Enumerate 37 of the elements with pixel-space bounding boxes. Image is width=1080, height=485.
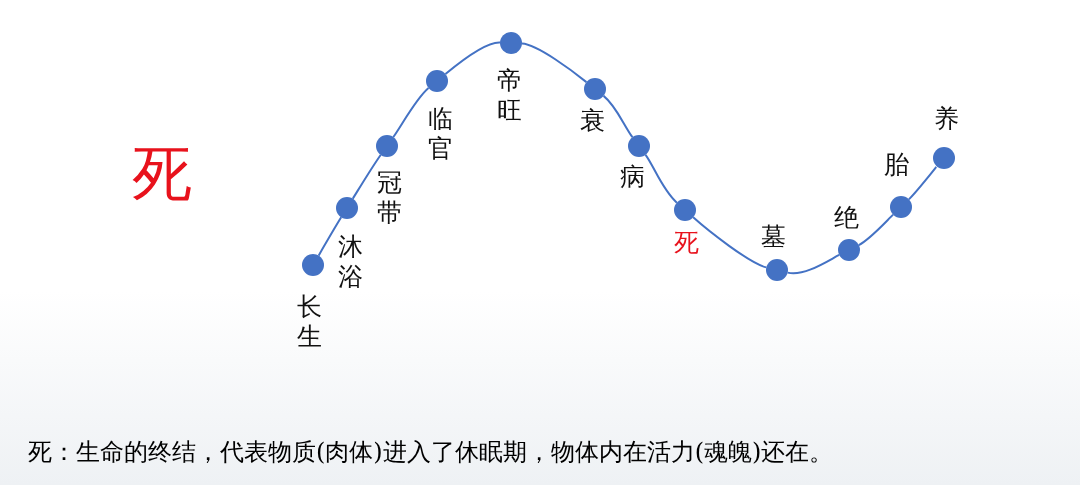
stage-dot [838, 239, 860, 261]
stage-label: 冠带 [377, 168, 403, 228]
stage-label: 病 [620, 162, 646, 192]
stage-dot [890, 196, 912, 218]
stage-label: 胎 [884, 150, 910, 180]
curve-segment [392, 87, 430, 139]
curve-segment [521, 42, 588, 84]
curve-segment [351, 153, 382, 200]
stage-label: 绝 [834, 203, 860, 233]
curve-segment [602, 94, 634, 139]
stage-dot [766, 259, 788, 281]
highlight-character: 死 [132, 138, 192, 208]
curve-segment [692, 216, 768, 269]
caption: 死：生命的终结，代表物质(肉体)进入了休眠期，物体内在活力(魂魄)还在。 [28, 437, 834, 468]
stage-label: 墓 [761, 222, 787, 252]
stage-dot [302, 254, 324, 276]
stage-dot [500, 32, 522, 54]
stage-dot [674, 199, 696, 221]
stage-dot [336, 197, 358, 219]
stage-dot [628, 135, 650, 157]
stage-dot [376, 135, 398, 157]
stage-dot [933, 147, 955, 169]
curve-segment [644, 153, 678, 204]
stage-label: 衰 [580, 106, 606, 136]
stage-label: 长生 [297, 292, 323, 352]
stage-label: 养 [934, 104, 960, 134]
stage-label: 死 [674, 228, 700, 258]
curve-segment [907, 165, 938, 201]
stage-label: 帝旺 [497, 66, 523, 126]
stage-dot [426, 70, 448, 92]
stage-dot [584, 78, 606, 100]
curve-segment [786, 254, 841, 275]
stage-label: 临官 [428, 104, 454, 164]
curve-segment [317, 216, 343, 257]
stage-label: 沐浴 [338, 232, 364, 292]
curve-segment [857, 213, 895, 246]
curve-segment [444, 41, 501, 75]
